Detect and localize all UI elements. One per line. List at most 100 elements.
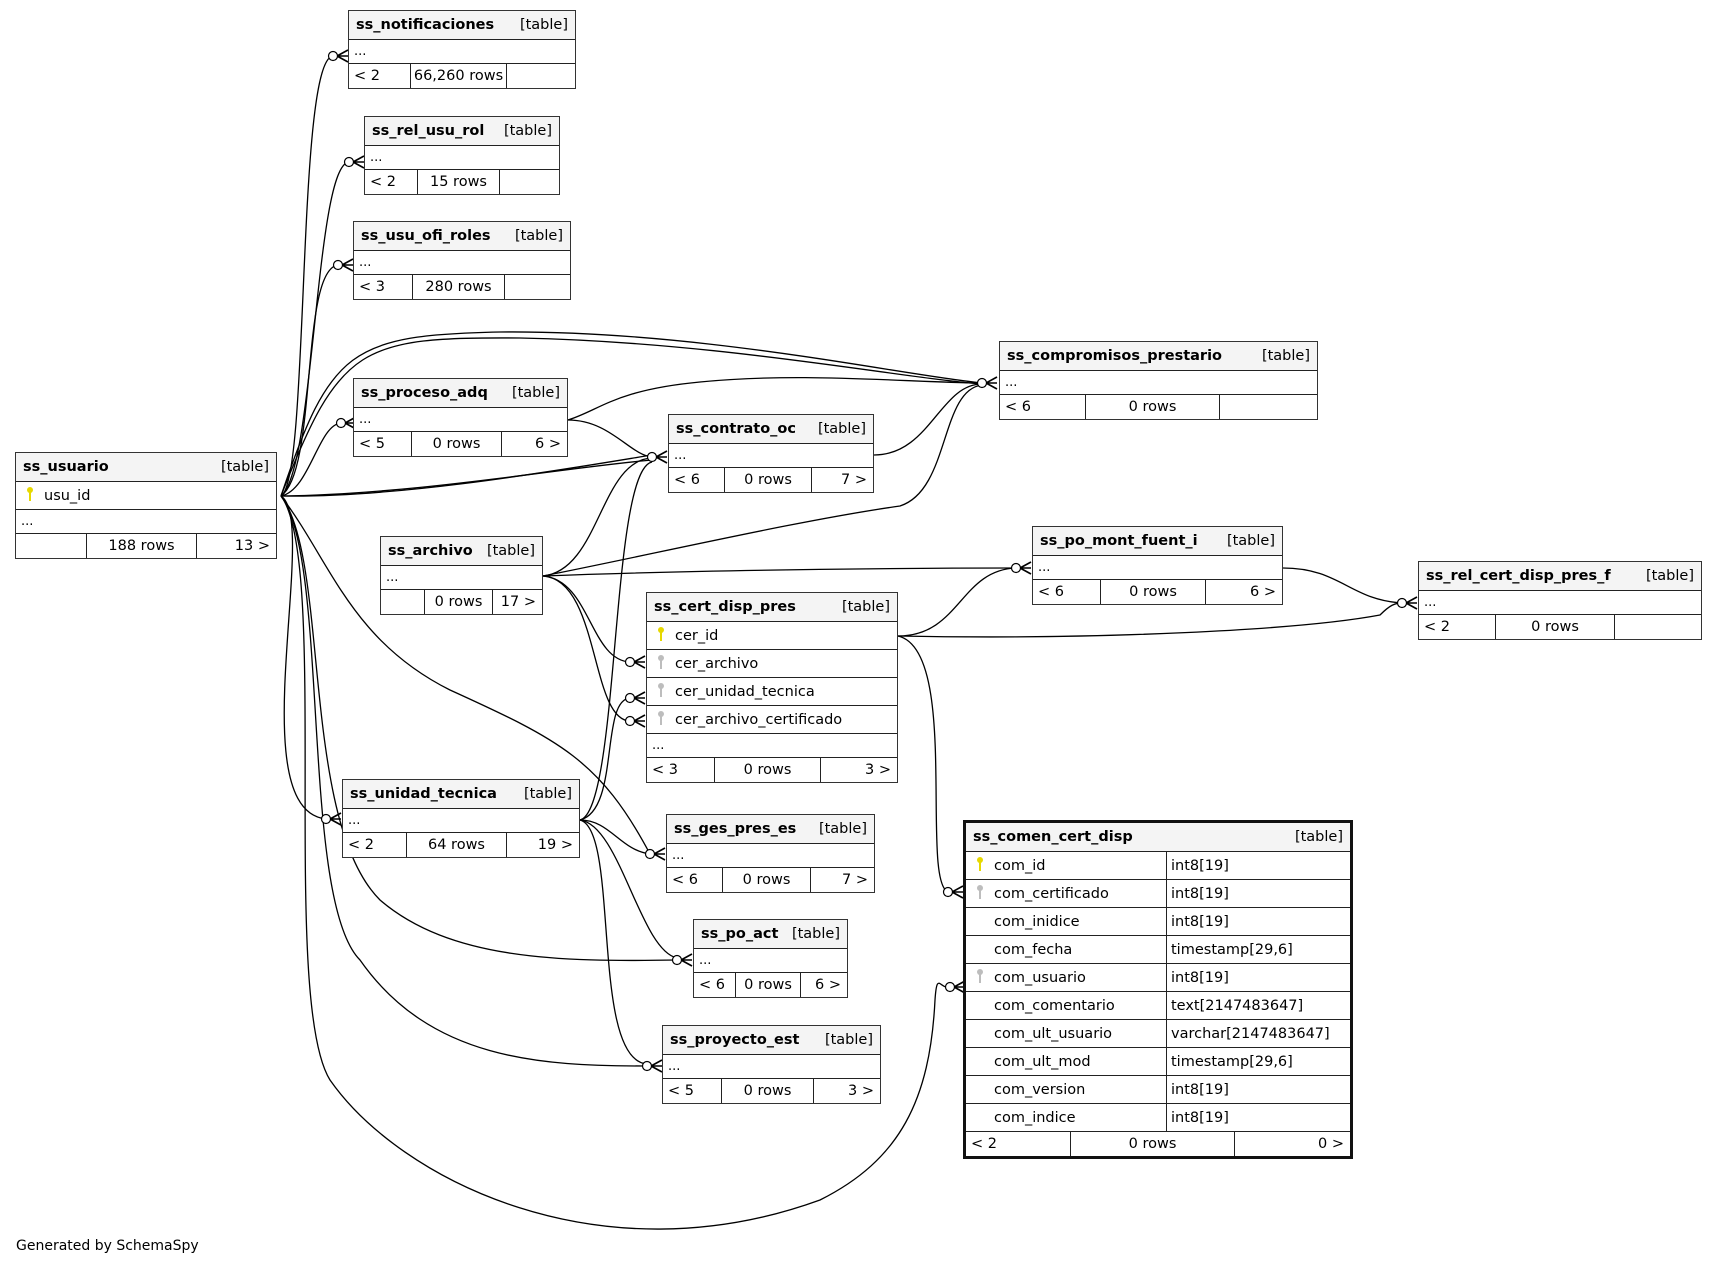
table-name[interactable]: ss_usuario (23, 459, 109, 475)
table-name[interactable]: ss_rel_usu_rol (372, 123, 485, 139)
column-row[interactable]: cer_id (647, 622, 897, 650)
parents-count[interactable]: < 2 (1419, 615, 1496, 639)
parents-count[interactable]: < 5 (354, 432, 412, 456)
table-name[interactable]: ss_usu_ofi_roles (361, 228, 491, 244)
parents-count[interactable]: < 6 (669, 468, 725, 492)
children-count[interactable]: 7 > (841, 472, 867, 488)
parents-count[interactable]: < 6 (667, 868, 723, 892)
column-row[interactable]: cer_unidad_tecnica (647, 678, 897, 706)
parents-count[interactable]: < 6 (694, 973, 736, 997)
column-name: com_id (994, 857, 1046, 874)
table-type-label: [table] (791, 926, 840, 942)
table-type-label: [table] (486, 543, 535, 559)
children-count[interactable]: 17 > (500, 594, 536, 610)
children-count[interactable]: 13 > (234, 538, 270, 554)
children-count[interactable]: 0 > (1318, 1136, 1344, 1152)
crows-foot-icon (644, 847, 666, 861)
relationship-line (897, 567, 1017, 637)
table-name[interactable]: ss_proyecto_est (670, 1032, 800, 1048)
column-type: int8[19] (1166, 1076, 1350, 1103)
parents-count[interactable]: < 5 (663, 1079, 722, 1103)
column-row[interactable]: usu_id (16, 482, 276, 510)
table-name[interactable]: ss_unidad_tecnica (350, 786, 497, 802)
table-name[interactable]: ss_archivo (388, 543, 473, 559)
more-columns-ellipsis: ... (667, 844, 874, 868)
table-name[interactable]: ss_po_mont_fuent_i (1040, 533, 1198, 549)
children-count[interactable]: 3 > (848, 1083, 874, 1099)
children-count[interactable]: 7 > (842, 872, 868, 888)
table-type-label: [table] (503, 123, 552, 139)
table-name[interactable]: ss_contrato_oc (676, 421, 796, 437)
children-count[interactable] (507, 64, 575, 88)
generated-by-label: Generated by SchemaSpy (16, 1238, 199, 1254)
table-name[interactable]: ss_cert_disp_pres (654, 599, 796, 615)
table-header: ss_cert_disp_pres[table] (647, 593, 897, 622)
parents-count[interactable] (16, 534, 87, 558)
parents-count[interactable]: < 2 (966, 1132, 1071, 1156)
relationship-line (280, 55, 334, 497)
crows-foot-icon (1396, 596, 1418, 610)
parents-count[interactable]: < 3 (647, 758, 715, 782)
table-name[interactable]: ss_comen_cert_disp (973, 829, 1133, 845)
column-name-cell: com_indice (966, 1104, 1166, 1131)
table-name[interactable]: ss_compromisos_prestario (1007, 348, 1223, 364)
parents-count[interactable]: < 2 (349, 64, 411, 88)
parents-count[interactable]: < 6 (1000, 395, 1086, 419)
table-name[interactable]: ss_proceso_adq (361, 385, 488, 401)
parents-count[interactable]: < 3 (354, 275, 413, 299)
table-header: ss_comen_cert_disp[table] (966, 823, 1350, 852)
children-count[interactable] (1615, 615, 1701, 639)
table-name[interactable]: ss_notificaciones (356, 17, 495, 33)
table-name[interactable]: ss_rel_cert_disp_pres_f (1426, 568, 1611, 584)
column-type: timestamp[29,6] (1166, 1048, 1350, 1075)
children-count[interactable] (500, 170, 559, 194)
relationship-line (579, 819, 648, 1065)
column-type: int8[19] (1166, 880, 1350, 907)
parents-count[interactable]: < 2 (343, 833, 407, 857)
crows-foot-icon (646, 450, 668, 464)
children-count[interactable] (1220, 395, 1317, 419)
table-name[interactable]: ss_po_act (701, 926, 779, 942)
children-count[interactable]: 3 > (865, 762, 891, 778)
children-count[interactable]: 6 > (815, 977, 841, 993)
children-count[interactable] (505, 275, 570, 299)
children-count[interactable]: 6 > (1250, 584, 1276, 600)
table-name[interactable]: ss_ges_pres_es (674, 821, 797, 837)
children-count[interactable]: 6 > (535, 436, 561, 452)
parents-count[interactable]: < 2 (365, 170, 418, 194)
children-count[interactable]: 19 > (537, 837, 573, 853)
column-row[interactable]: cer_archivo_certificado (647, 706, 897, 734)
parents-count[interactable]: < 6 (1033, 580, 1101, 604)
column-row[interactable]: cer_archivo (647, 650, 897, 678)
parents-count[interactable] (381, 590, 425, 614)
column-name-cell: com_fecha (966, 936, 1166, 963)
